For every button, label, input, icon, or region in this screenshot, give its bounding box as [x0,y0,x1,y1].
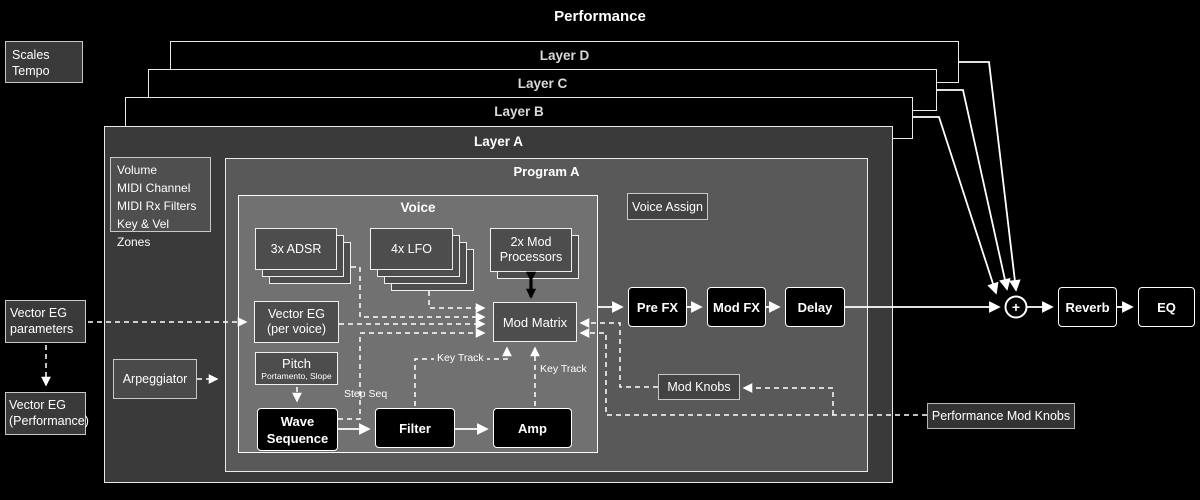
mod-knobs-box: Mod Knobs [658,374,740,400]
diagram-title: Performance [554,8,646,25]
vector-eg-params-label-2: parameters [10,322,74,336]
eq-label: EQ [1157,299,1176,315]
midi-rx-filters-label: MIDI Rx Filters [117,199,197,213]
vector-eg-parameters-box: Vector EG parameters [5,300,86,343]
mod-fx-box: Mod FX [707,287,766,327]
delay-box: Delay [785,287,845,327]
voice-assign-label: Voice Assign [632,199,703,214]
pre-fx-label: Pre FX [636,299,679,315]
wave-seq-label-1: Wave [280,413,315,429]
key-track-line-label-1: Key Track [434,352,487,365]
mod-fx-label: Mod FX [713,299,760,315]
vector-eg-perf-label-2: (Performance) [9,414,89,428]
lfo-label: 4x LFO [391,241,432,256]
pitch-label: Pitch [282,355,311,371]
amp-label: Amp [518,420,547,436]
vector-eg-params-label-1: Vector EG [10,306,67,320]
layer-a-label: Layer A [473,134,524,149]
adsr-box: 3x ADSR [255,228,337,270]
vector-eg-per-voice-box: Vector EG (per voice) [254,301,339,343]
filter-box: Filter [375,408,455,448]
voice-assign-box: Voice Assign [627,193,708,220]
vector-eg-perf-label-1: Vector EG [9,398,66,412]
filter-label: Filter [399,420,431,436]
performance-mod-knobs-label: Performance Mod Knobs [931,409,1071,423]
layer-c-label: Layer C [517,76,568,91]
sum-node-circle [1004,295,1028,319]
layer-d-label: Layer D [539,48,590,63]
scales-label: Scales [12,48,50,62]
reverb-label: Reverb [1065,299,1110,315]
voice-label: Voice [400,200,436,215]
volume-label: Volume [117,163,158,177]
key-track-line-label-2: Key Track [540,363,587,375]
layer-settings-box: Volume MIDI Channel MIDI Rx Filters Key … [110,157,211,249]
amp-box: Amp [493,408,572,448]
eq-box: EQ [1138,287,1195,327]
pitch-box: Pitch Portamento, Slope [255,352,338,385]
arpeggiator-box: Arpeggiator [113,359,197,399]
midi-channel-label: MIDI Channel [117,181,191,195]
adsr-label: 3x ADSR [270,241,322,256]
lfo-box: 4x LFO [370,228,453,270]
layer-b-label: Layer B [494,104,544,119]
key-vel-zones-label: Key & Vel Zones [117,217,170,249]
pitch-sublabel: Portamento, Slope [261,370,332,381]
mod-knobs-label: Mod Knobs [667,380,731,394]
mod-matrix-box: Mod Matrix [493,302,577,342]
arpeggiator-label: Arpeggiator [122,372,188,386]
wave-seq-label-2: Sequence [266,430,329,446]
pre-fx-box: Pre FX [628,287,687,327]
step-seq-line-label: Step Seq [344,388,388,400]
tempo-label: Tempo [12,64,50,78]
performance-mod-knobs-box: Performance Mod Knobs [927,403,1075,429]
mod-proc-label-2: Processors [499,250,563,264]
mod-matrix-label: Mod Matrix [502,314,568,330]
vector-eg-pv-label-2: (per voice) [266,322,327,336]
delay-label: Delay [797,299,833,315]
reverb-box: Reverb [1058,287,1117,327]
mod-processors-box: 2x Mod Processors [490,228,572,272]
sum-node-plus: + [1012,299,1020,315]
vector-eg-performance-box: Vector EG (Performance) [5,392,89,435]
vector-eg-pv-label-1: Vector EG [268,307,325,321]
wave-sequence-box: Wave Sequence [257,408,338,451]
mod-proc-label-1: 2x Mod [510,235,552,249]
program-a-label: Program A [513,164,580,179]
scales-tempo-box: Scales Tempo [5,41,83,83]
